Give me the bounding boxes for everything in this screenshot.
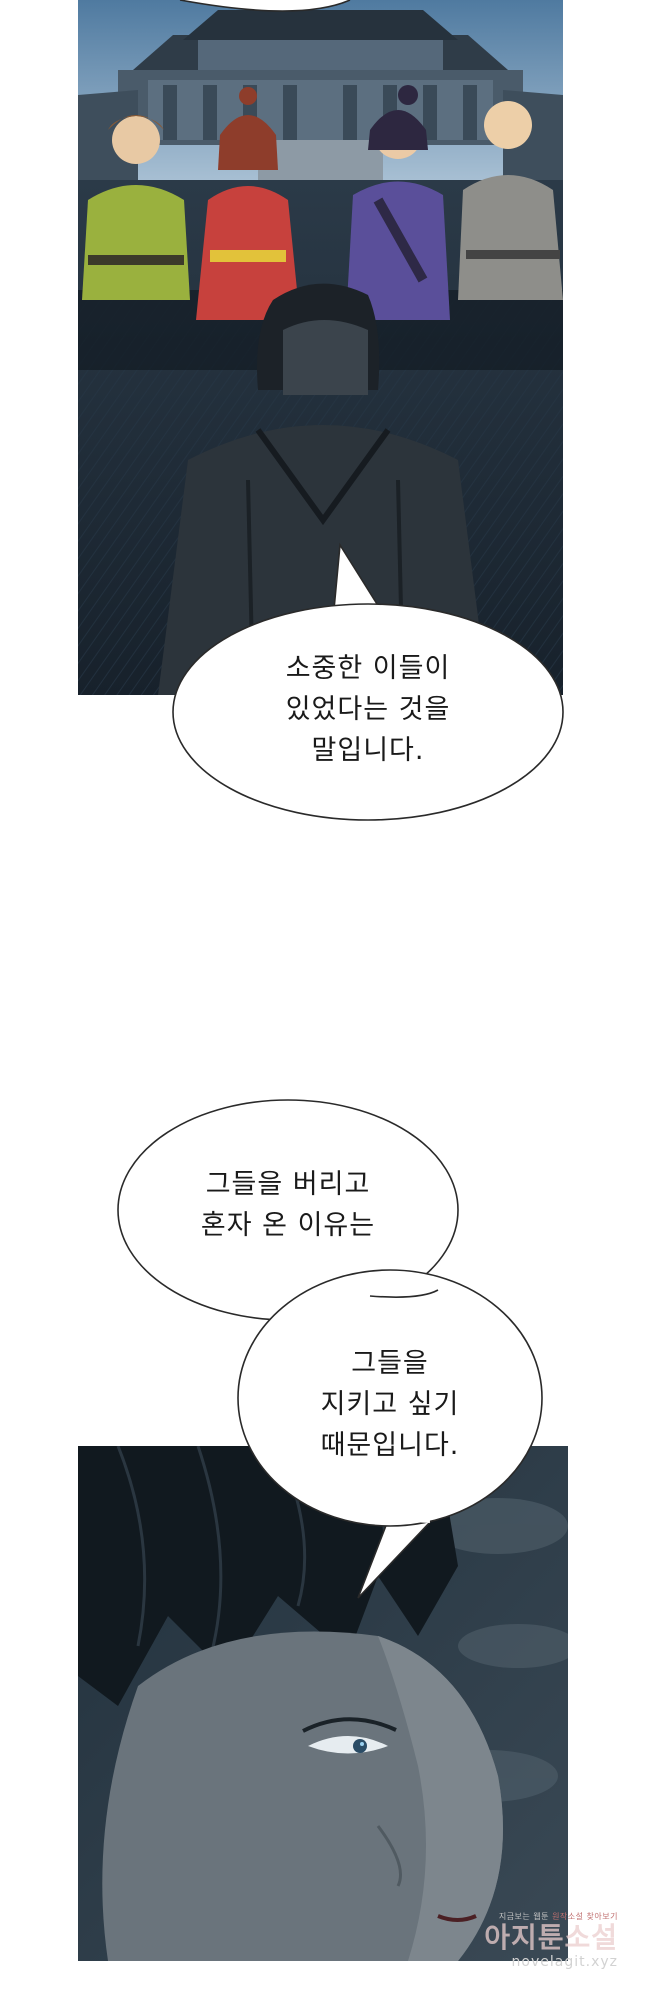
- companion-green: [82, 115, 190, 300]
- bubble-3-line-1: 그들을: [351, 1348, 429, 1379]
- bubble-2-text: 그들을 버리고 혼자 온 이유는: [138, 1164, 438, 1246]
- bubble-2-line-2: 혼자 온 이유는: [200, 1210, 376, 1241]
- companion-red: [196, 87, 300, 320]
- bubble-2-line-1: 그들을 버리고: [205, 1169, 371, 1200]
- eye: [308, 1736, 388, 1754]
- watermark-tagline: 지금보는 웹툰 원작소설 찾아보기: [438, 1911, 618, 1922]
- watermark-tagline-start: 지금보는 웹툰: [498, 1912, 550, 1921]
- panel-courtyard: [78, 0, 563, 695]
- bubble-1-line-2: 있었다는 것을: [285, 694, 451, 725]
- bubble-1-text: 소중한 이들이 있었다는 것을 말입니다.: [208, 648, 528, 771]
- site-watermark: 지금보는 웹툰 원작소설 찾아보기 아지툰소설 novelagit.xyz: [438, 1911, 618, 1970]
- bubble-3-line-2: 지키고 싶기: [320, 1389, 460, 1420]
- panel-closeup: [78, 1446, 568, 1961]
- watermark-url: novelagit.xyz: [511, 1954, 618, 1970]
- face: [102, 1631, 504, 1961]
- palace-building: [78, 10, 563, 190]
- bubble-3-line-3: 때문입니다.: [320, 1430, 460, 1461]
- bubble-1-line-3: 말입니다.: [311, 735, 425, 766]
- watermark-tagline-highlight: 원작소설 찾아보기: [552, 1912, 618, 1921]
- mouth: [437, 1914, 477, 1922]
- watermark-brand: 아지툰소설: [484, 1921, 618, 1954]
- companion-grey: [458, 101, 563, 300]
- bubble-1-line-1: 소중한 이들이: [285, 653, 451, 684]
- bubble-3-text: 그들을 지키고 싶기 때문입니다.: [250, 1343, 530, 1466]
- companion-purple: [346, 85, 450, 320]
